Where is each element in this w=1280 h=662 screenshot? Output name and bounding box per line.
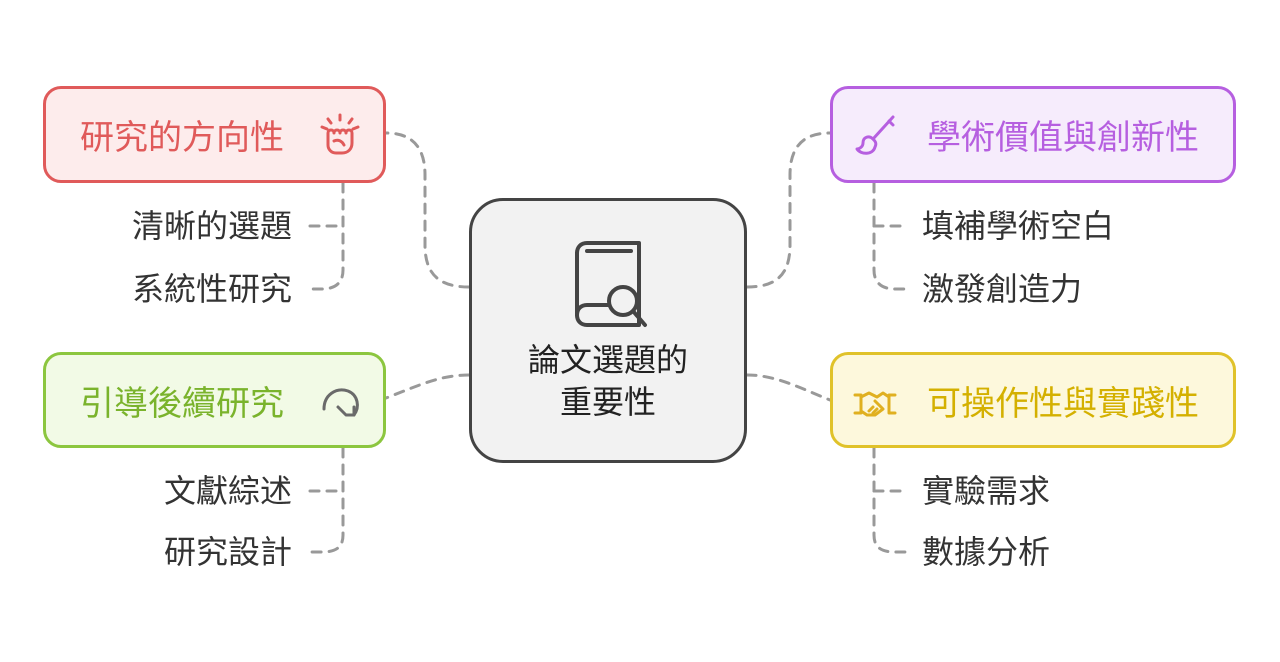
feasibility-item-2: 數據分析 <box>922 533 1051 571</box>
value-item-2: 激發創造力 <box>922 270 1083 308</box>
branch-guidance: 引導後續研究 <box>43 352 386 448</box>
handshake-icon <box>853 391 897 417</box>
center-title-line1: 論文選題的 <box>527 341 688 379</box>
branch-direction: 研究的方向性 <box>43 86 386 183</box>
paintbrush-icon <box>855 115 895 155</box>
center-title-line2: 重要性 <box>559 383 656 421</box>
guidance-item-2: 研究設計 <box>163 533 292 571</box>
connector-guidance-trunk <box>308 446 345 554</box>
direction-item-1: 清晰的選題 <box>131 207 292 245</box>
feasibility-item-1: 實驗需求 <box>922 472 1051 510</box>
guidance-item-1: 文獻綜述 <box>163 472 292 510</box>
connector-center-guidance <box>384 373 471 400</box>
branch-direction-label: 研究的方向性 <box>80 118 284 158</box>
branch-guidance-label: 引導後續研究 <box>80 383 284 424</box>
rotate-arrow-icon <box>322 388 359 417</box>
connector-value-trunk <box>872 181 910 291</box>
connector-center-feasibility <box>745 373 832 402</box>
book-search-icon <box>575 241 647 327</box>
branch-feasibility-label: 可操作性與實踐性 <box>927 383 1199 424</box>
connector-direction-trunk <box>308 181 345 291</box>
direction-item-2: 系統性研究 <box>131 270 292 308</box>
connector-center-value <box>745 131 832 289</box>
connector-center-direction <box>384 131 471 289</box>
fist-icon <box>320 113 360 155</box>
connector-feasibility-trunk <box>872 446 910 554</box>
branch-value: 學術價值與創新性 <box>830 86 1236 183</box>
value-item-1: 填補學術空白 <box>922 207 1115 245</box>
center-node: 論文選題的 重要性 <box>469 198 747 463</box>
branch-value-label: 學術價值與創新性 <box>927 118 1199 158</box>
branch-feasibility: 可操作性與實踐性 <box>830 352 1236 448</box>
